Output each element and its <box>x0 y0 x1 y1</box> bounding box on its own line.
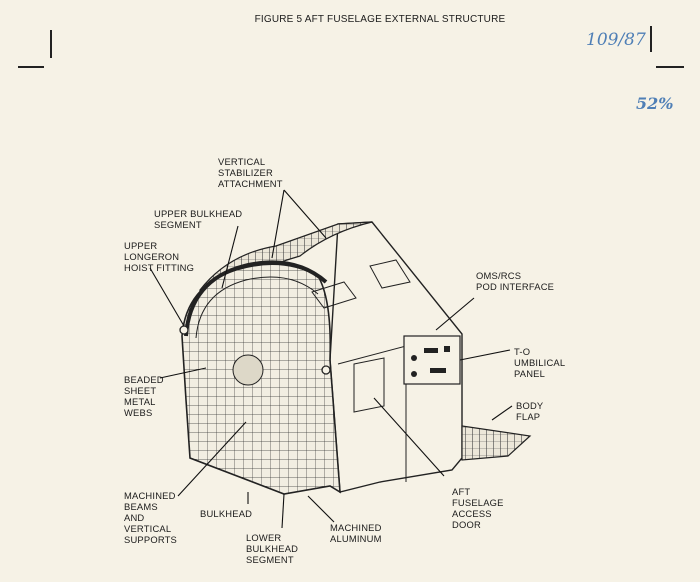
handwritten-page-note: 109/87 <box>586 30 646 50</box>
umbilical-port <box>411 371 417 377</box>
registration-mark-horizontal-left <box>18 66 44 68</box>
figure-title-text: FIGURE 5 AFT FUSELAGE EXTERNAL STRUCTURE <box>254 14 506 25</box>
label-to-umbilical: T-O UMBILICAL PANEL <box>514 346 566 379</box>
label-lower-bulkhead: LOWER BULKHEAD SEGMENT <box>246 532 299 565</box>
umbilical-port <box>411 355 417 361</box>
label-aft-access-door: AFT FUSELAGE ACCESS DOOR <box>452 486 504 530</box>
hoist-fitting <box>179 325 189 335</box>
upper-bulkhead-frame <box>184 260 328 337</box>
oms-window-1 <box>311 281 357 309</box>
label-vertical-stabilizer: VERTICAL STABILIZER ATTACHMENT <box>218 156 283 189</box>
label-machined-beams: MACHINED BEAMS AND VERTICAL SUPPORTS <box>124 490 178 545</box>
label-upper-bulkhead: UPPER BULKHEAD SEGMENT <box>154 208 243 230</box>
label-beaded-sheet: BEADED SHEET METAL WEBS <box>124 374 164 418</box>
forward-bulkhead-face <box>181 263 341 495</box>
label-body-flap: BODY FLAP <box>516 400 544 422</box>
upper-bulkhead-inner-frame <box>195 276 319 339</box>
registration-mark-vertical-right <box>650 26 652 52</box>
figure-title: FIGURE 5 AFT FUSELAGE EXTERNAL STRUCTURE <box>0 14 700 25</box>
label-bulkhead: BULKHEAD <box>200 508 253 519</box>
umbilical-connector <box>444 346 450 352</box>
leader-lines <box>149 189 513 529</box>
handwritten-percent-note: 52% <box>636 94 674 113</box>
umbilical-connector <box>430 368 446 373</box>
access-door-outline <box>353 357 385 413</box>
registration-mark-vertical-left <box>50 30 52 58</box>
body-flap <box>461 425 532 461</box>
label-oms-rcs: OMS/RCS POD INTERFACE <box>476 270 555 292</box>
registration-mark-horizontal-right <box>656 66 684 68</box>
oms-window-2 <box>369 259 411 289</box>
label-upper-longeron: UPPER LONGERON HOIST FITTING <box>124 240 195 273</box>
bulkhead-circular-opening <box>232 354 264 386</box>
umbilical-connector <box>424 348 438 353</box>
side-fitting <box>321 365 331 375</box>
label-machined-aluminum: MACHINED ALUMINUM <box>330 522 382 544</box>
